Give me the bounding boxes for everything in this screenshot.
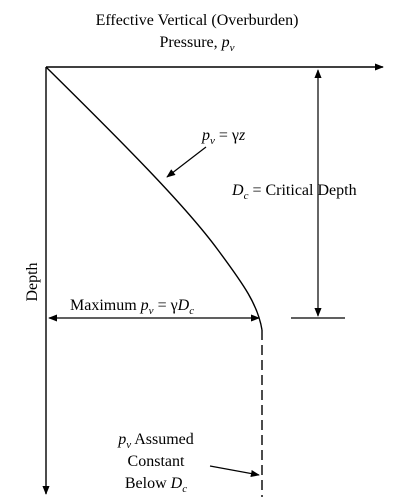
- title-line-2: Pressure, pv: [159, 34, 234, 54]
- pressure-curve: [45, 66, 263, 331]
- curve-equation-label: pv = γz: [201, 127, 246, 147]
- assumed-constant-line-1: pv Assumed: [117, 431, 194, 451]
- maximum-pressure-label: Maximum pv = γDc: [70, 297, 194, 317]
- title-line-1: Effective Vertical (Overburden): [96, 12, 299, 29]
- assumed-constant-pointer-arrow: [209, 465, 260, 478]
- assumed-constant-line-3: Below Dc: [125, 475, 187, 495]
- critical-depth-label: Dc = Critical Depth: [231, 182, 357, 202]
- curve-label-pointer-arrow: [166, 146, 207, 178]
- assumed-constant-line-2: Constant: [128, 453, 185, 470]
- depth-axis-label: Depth: [24, 262, 41, 301]
